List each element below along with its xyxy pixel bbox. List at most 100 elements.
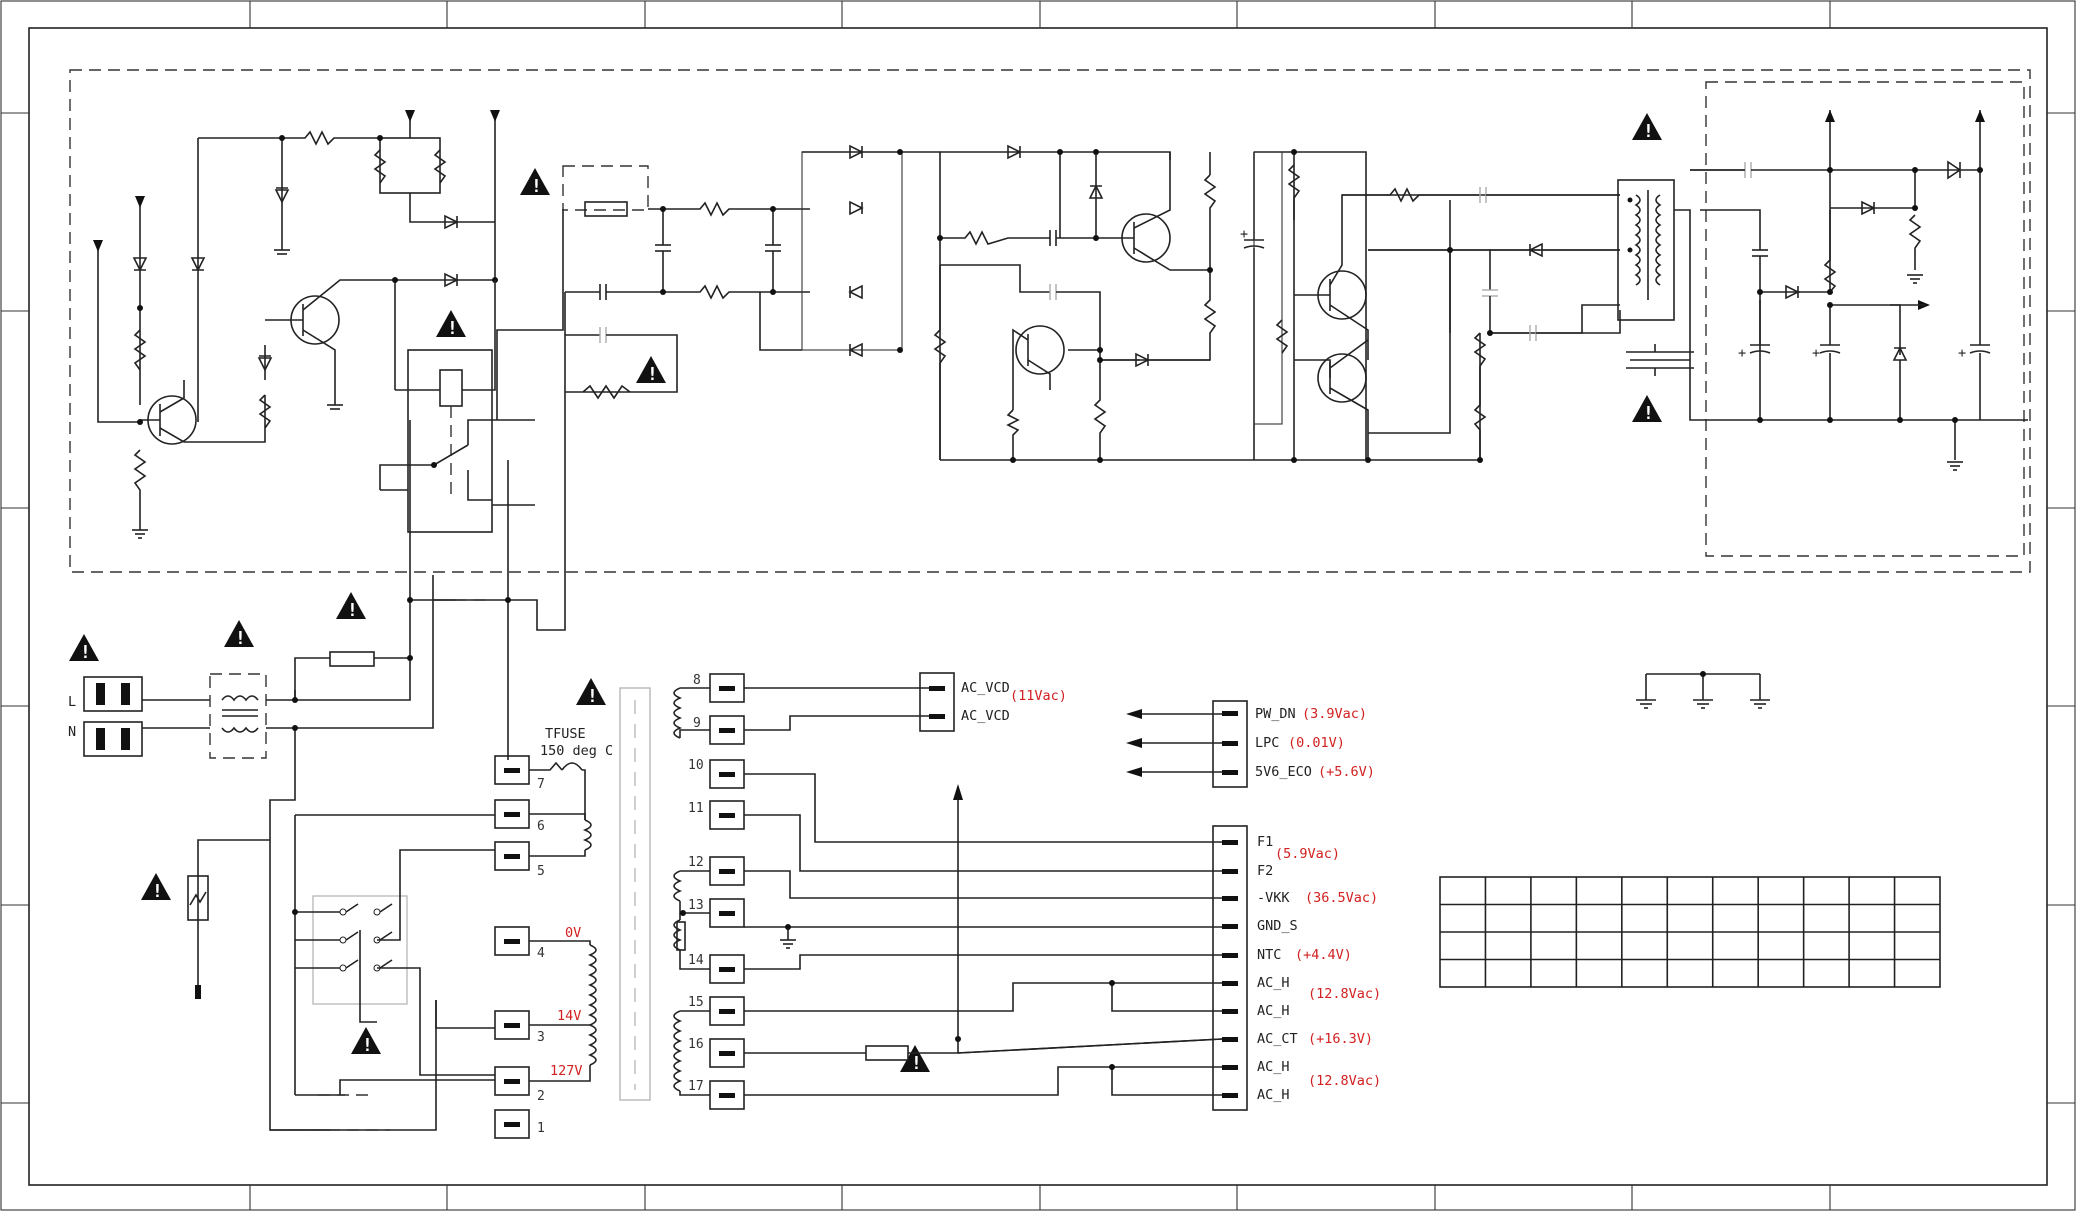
main-output-connector: F1 (5.9Vac) F2 -VKK (36.5Vac) GND_S NTC … <box>1212 825 1381 1111</box>
primary-pin-6: 6 <box>494 799 545 834</box>
warning-triangle-icon: ! <box>336 592 366 621</box>
svg-text:2: 2 <box>537 1089 545 1104</box>
svg-text:5: 5 <box>537 864 545 879</box>
svg-text:!: ! <box>1643 403 1654 424</box>
secondary-pin-11: 11 <box>688 800 745 830</box>
svg-text:!: ! <box>362 1035 373 1056</box>
gnd-s-label: GND_S <box>1257 918 1298 934</box>
voltage-selector-switch <box>270 814 495 1131</box>
secondary-pin-16: 16 <box>688 1037 745 1068</box>
warning-triangle-icon: ! <box>520 168 550 197</box>
ac-vcd-voltage: (11Vac) <box>1010 688 1067 704</box>
ac-ct-label: AC_CT <box>1257 1031 1298 1047</box>
ntc-voltage: (+4.4V) <box>1295 947 1352 963</box>
ac-vcd-label-1: AC_VCD <box>961 680 1010 696</box>
lpc-voltage: (0.01V) <box>1288 735 1345 751</box>
svg-text:10: 10 <box>688 758 704 773</box>
svg-text:9: 9 <box>693 716 701 731</box>
svg-text:16: 16 <box>688 1037 704 1052</box>
vkk-voltage: (36.5Vac) <box>1305 890 1378 906</box>
svg-text:+: + <box>1738 345 1746 361</box>
svg-text:!: ! <box>911 1053 922 1074</box>
lpc-label: LPC <box>1255 735 1279 751</box>
pw-dn-voltage: (3.9Vac) <box>1302 706 1367 722</box>
ac-h-label-1: AC_H <box>1257 975 1290 991</box>
warning-triangle-icon: ! <box>436 310 466 339</box>
output-stage: + <box>1240 149 1621 463</box>
warning-triangle-icon: ! <box>69 634 99 663</box>
primary-pin-2: 2 127V <box>494 1063 583 1104</box>
secondary-pin-13: 13 <box>688 898 745 928</box>
secondary-pin-12: 12 <box>688 855 745 886</box>
svg-text:127V: 127V <box>550 1063 583 1079</box>
oscillator-circuit <box>933 144 1365 463</box>
svg-text:11: 11 <box>688 801 704 816</box>
primary-board-outline <box>69 69 2031 573</box>
ac-h-label-4: AC_H <box>1257 1087 1290 1103</box>
mains-input: L N <box>68 420 566 1131</box>
secondary-board-outline <box>1705 81 2025 557</box>
ac-h-label-2: AC_H <box>1257 1003 1290 1019</box>
f1-label: F1 <box>1257 834 1273 850</box>
ground-icon <box>1636 671 1770 709</box>
standby-control-circuit <box>93 110 500 539</box>
svg-text:6: 6 <box>537 819 545 834</box>
warning-triangle-icon: ! <box>900 1045 930 1074</box>
warning-triangle-icon: ! <box>224 620 254 649</box>
mains-neutral-label: N <box>68 724 76 740</box>
svg-text:8: 8 <box>693 673 701 688</box>
primary-pin-4: 4 0V <box>494 925 581 961</box>
svg-text:12: 12 <box>688 855 704 870</box>
svg-text:+: + <box>1958 345 1966 361</box>
ac-h-label-3: AC_H <box>1257 1059 1290 1075</box>
svg-text:7: 7 <box>537 777 545 792</box>
mains-live-label: L <box>68 694 76 710</box>
svg-text:!: ! <box>531 176 542 197</box>
f2-label: F2 <box>1257 863 1273 879</box>
svg-text:3: 3 <box>537 1030 545 1045</box>
transformer-secondary-pins: 8 9 10 11 12 13 14 15 16 17 <box>688 673 745 1110</box>
svg-text:!: ! <box>347 600 358 621</box>
ac-h-voltage-1: (12.8Vac) <box>1308 986 1381 1002</box>
surge-resistor <box>187 839 270 999</box>
primary-pin-1: 1 <box>494 1109 545 1139</box>
transformer-primary-winding <box>529 687 651 1101</box>
svg-text:!: ! <box>587 686 598 707</box>
secondary-rectifier: + + + <box>1690 110 1991 471</box>
warning-triangle-icon: ! <box>351 1027 381 1056</box>
warning-triangle-icon: ! <box>636 356 666 385</box>
svg-text:0V: 0V <box>565 925 581 941</box>
ntc-label: NTC <box>1257 947 1281 963</box>
primary-pin-3: 3 14V <box>494 1008 581 1045</box>
svg-text:17: 17 <box>688 1079 704 1094</box>
ac-vcd-connector: AC_VCD AC_VCD (11Vac) <box>744 672 1067 732</box>
ac-ct-voltage: (+16.3V) <box>1308 1031 1373 1047</box>
svg-text:4: 4 <box>537 946 545 961</box>
warning-triangle-icon: ! <box>1632 113 1662 142</box>
input-filter-and-bridge <box>496 144 941 610</box>
vkk-label: -VKK <box>1257 890 1290 906</box>
smps-transformer <box>1617 162 2028 421</box>
primary-pin-7: 7 <box>494 755 545 792</box>
tfuse-rating-label: 150 deg C <box>540 743 613 759</box>
ac-h-voltage-3: (12.8Vac) <box>1308 1073 1381 1089</box>
svg-text:!: ! <box>152 881 163 902</box>
secondary-pin-10: 10 <box>688 758 745 789</box>
transformer-secondary-windings <box>673 687 710 1096</box>
f1-voltage: (5.9Vac) <box>1275 846 1340 862</box>
secondary-pin-17: 17 <box>688 1079 745 1110</box>
svg-text:+: + <box>1812 345 1820 361</box>
svg-text:!: ! <box>1643 121 1654 142</box>
warning-triangle-icon: ! <box>576 678 606 707</box>
ac-vcd-label-2: AC_VCD <box>961 708 1010 724</box>
svg-text:15: 15 <box>688 995 704 1010</box>
warning-triangle-icons: ! ! ! ! ! ! ! ! ! ! ! ! <box>69 113 1662 1074</box>
warning-triangle-icon: ! <box>1632 395 1662 424</box>
secondary-pin-14: 14 <box>688 953 745 984</box>
warning-triangle-icon: ! <box>141 873 171 902</box>
svg-text:!: ! <box>235 628 246 649</box>
svg-text:14V: 14V <box>557 1008 581 1024</box>
